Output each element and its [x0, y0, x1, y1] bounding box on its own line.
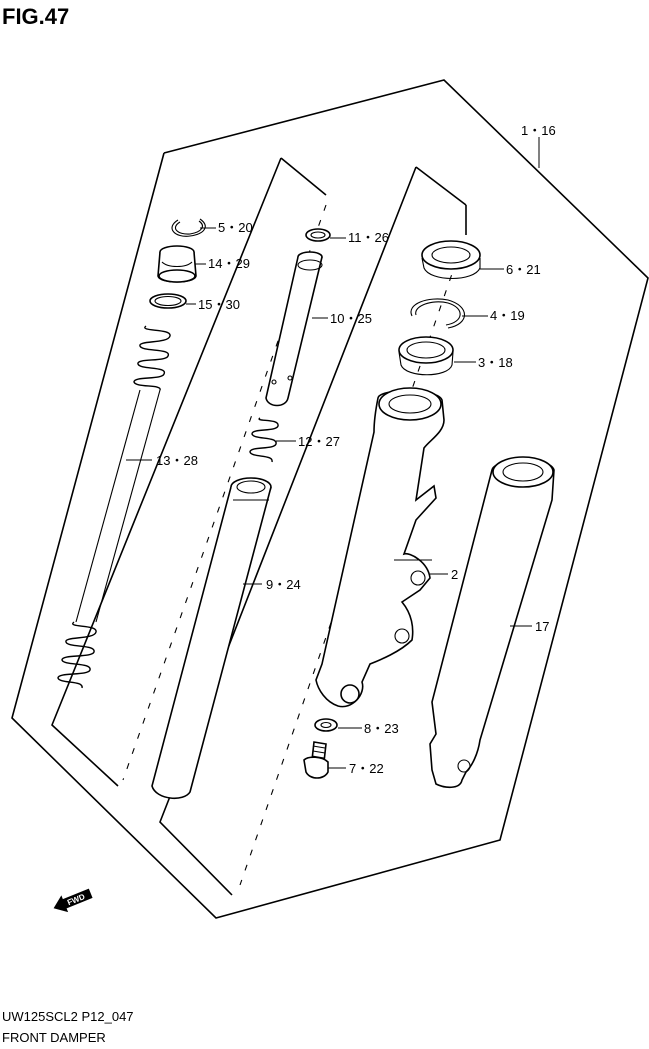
callout-labels: 1・16 5・20 14・29 15・30 11・26 10・25 12・27 … — [156, 123, 556, 776]
circlip-part-5 — [171, 218, 206, 237]
piston-ring-part-11 — [305, 228, 331, 242]
damper-rod-part-10 — [265, 251, 323, 407]
model-code: UW125SCL2 P12_047 — [2, 1009, 134, 1024]
callout-9-24: 9・24 — [266, 577, 301, 592]
diagram-title: FRONT DAMPER — [2, 1030, 106, 1045]
callout-12-27: 12・27 — [298, 434, 340, 449]
figure-label: FIG.47 — [2, 4, 69, 29]
bolt-part-7 — [303, 741, 329, 779]
callout-8-23: 8・23 — [364, 721, 399, 736]
bushing-part-3 — [398, 336, 454, 376]
rebound-spring-part-12 — [249, 417, 279, 463]
outer-tube-part-2 — [315, 387, 445, 708]
callout-17: 17 — [535, 619, 549, 634]
callout-13-28: 13・28 — [156, 453, 198, 468]
oil-seal-part-6 — [421, 240, 481, 279]
callout-3-18: 3・18 — [478, 355, 513, 370]
callout-10-25: 10・25 — [330, 311, 372, 326]
callout-5-20: 5・20 — [218, 220, 253, 235]
inner-tube-part-9 — [151, 477, 272, 799]
callout-14-29: 14・29 — [208, 256, 250, 271]
bushing-part-14 — [157, 245, 197, 283]
fwd-arrow-icon: FWD — [53, 888, 93, 913]
callout-1-16: 1・16 — [521, 123, 556, 138]
callout-7-22: 7・22 — [349, 761, 384, 776]
leader-lines — [126, 137, 540, 769]
fwd-label: FWD — [66, 892, 86, 907]
o-ring-part-15 — [149, 293, 187, 309]
callout-15-30: 15・30 — [198, 297, 240, 312]
callout-2: 2 — [451, 567, 458, 582]
callout-11-26: 11・26 — [348, 230, 389, 245]
circlip-part-4 — [410, 298, 466, 329]
callout-6-21: 6・21 — [506, 262, 541, 277]
fork-spring-part-13 — [57, 325, 171, 689]
callout-4-19: 4・19 — [490, 308, 525, 323]
washer-part-8 — [314, 718, 338, 732]
assembly-outline — [11, 79, 649, 919]
outer-tube-part-17 — [429, 456, 555, 789]
